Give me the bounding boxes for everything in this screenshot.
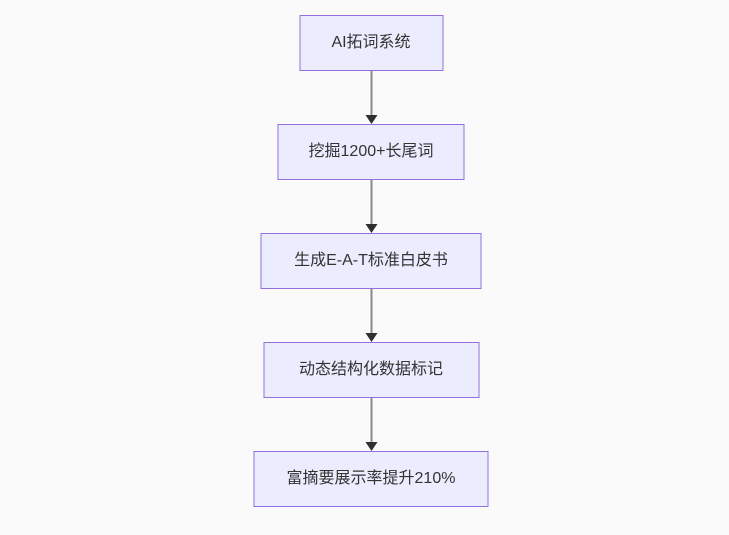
flowchart-node-longtail-mining: 挖掘1200+长尾词: [277, 124, 465, 180]
arrowhead-down-icon: [365, 115, 377, 124]
edge-arrow-2: [365, 180, 377, 233]
flowchart-node-eat-whitepaper: 生成E-A-T标准白皮书: [260, 233, 482, 289]
edge-line: [370, 71, 372, 115]
flowchart-column: AI拓词系统 挖掘1200+长尾词 生成E-A-T标准白皮书 动态结构化数据标记…: [253, 15, 489, 507]
edge-line: [370, 180, 372, 224]
flowchart-node-ai-system: AI拓词系统: [299, 15, 443, 71]
flowchart-node-structured-data: 动态结构化数据标记: [263, 342, 479, 398]
flowchart-node-rich-snippet-result: 富摘要展示率提升210%: [253, 451, 489, 507]
edge-line: [370, 289, 372, 333]
edge-arrow-3: [365, 289, 377, 342]
arrowhead-down-icon: [365, 224, 377, 233]
edge-arrow-4: [365, 398, 377, 451]
arrowhead-down-icon: [365, 333, 377, 342]
edge-line: [370, 398, 372, 442]
edge-arrow-1: [365, 71, 377, 124]
arrowhead-down-icon: [365, 442, 377, 451]
